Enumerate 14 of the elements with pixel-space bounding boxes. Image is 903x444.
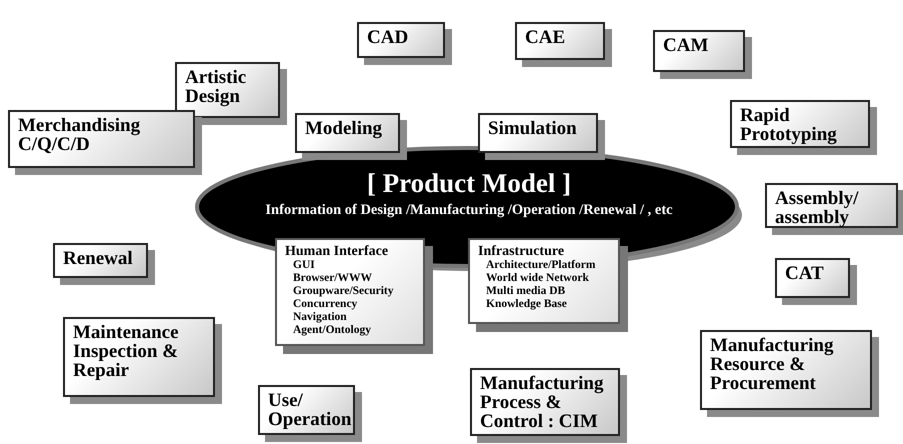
list-item: Knowledge Base — [485, 298, 568, 311]
list-item: Groupware/Security — [292, 285, 395, 298]
oval-subtitle: Information of Design /Manufacturing /Operation /Renewal / , etc — [264, 202, 674, 219]
list-item: Architecture/Platform — [485, 259, 596, 272]
list-item: Multi media DB — [485, 285, 566, 298]
oval-title: [ Product Model ] — [366, 168, 572, 199]
list-item: Browser/WWW — [292, 272, 374, 285]
panel-heading: Infrastructure — [478, 244, 566, 259]
list-item: Navigation — [292, 311, 348, 324]
list-item: Agent/Ontology — [292, 324, 372, 337]
list-item: GUI — [292, 259, 316, 272]
list-item: World wide Network — [485, 272, 590, 285]
panel-heading: Human Interface — [285, 244, 390, 259]
list-item: Concurrency — [292, 298, 358, 311]
